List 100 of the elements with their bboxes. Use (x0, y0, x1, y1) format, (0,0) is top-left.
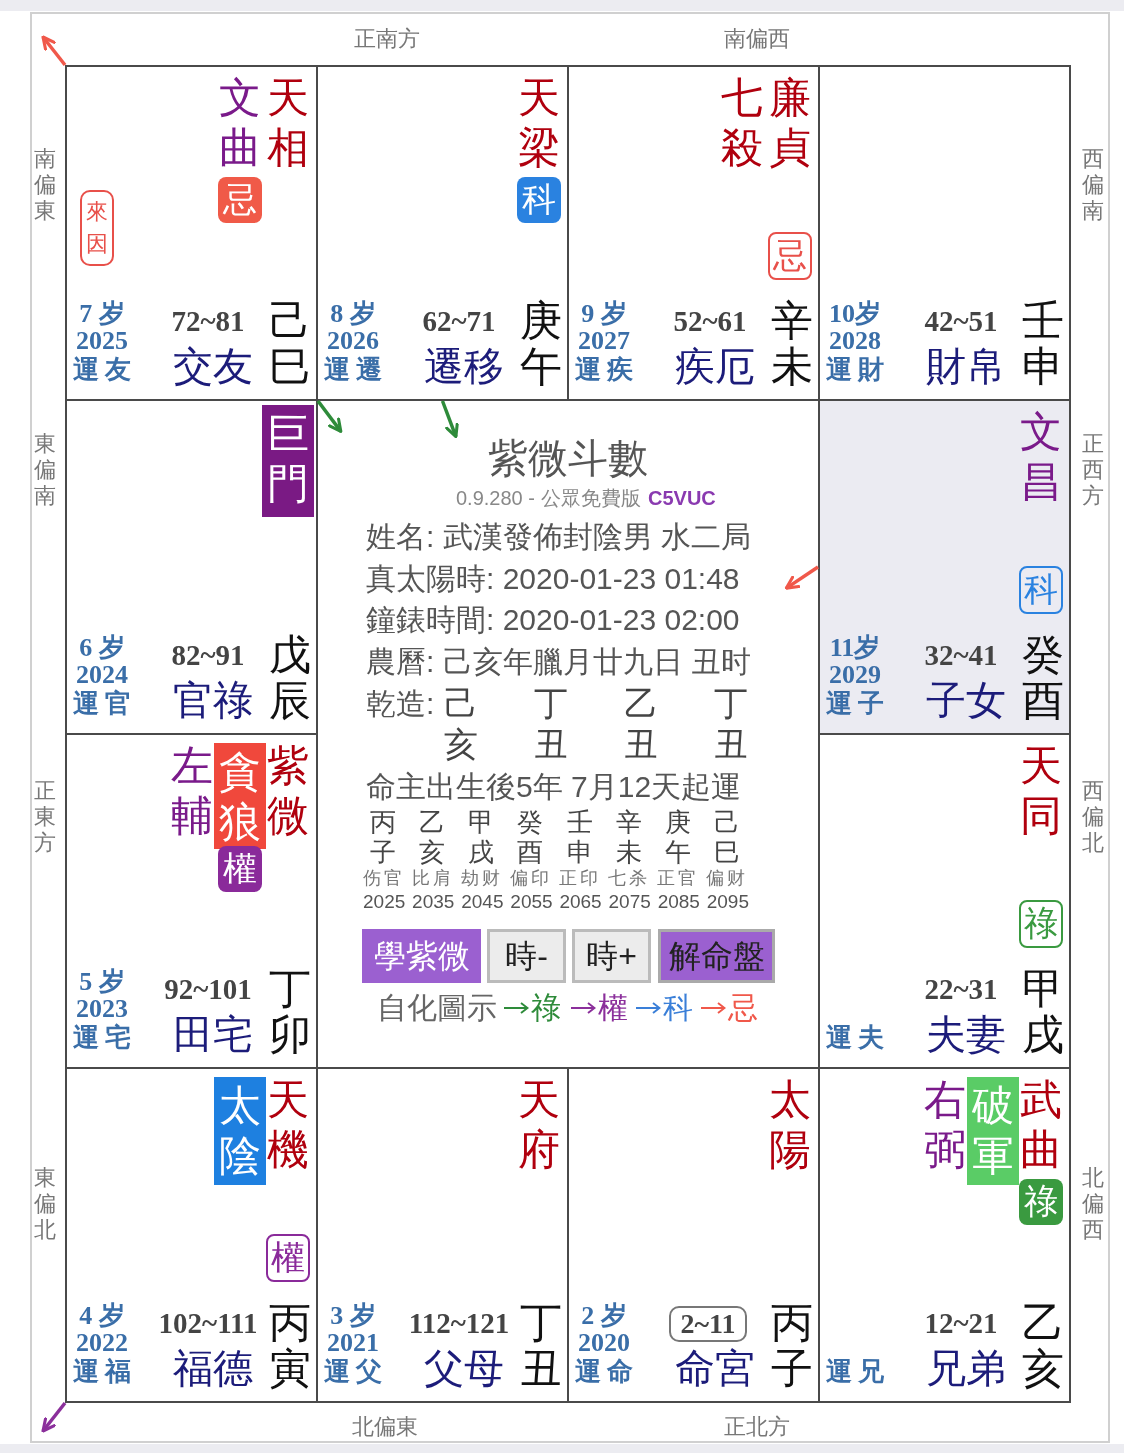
direction-label: 正南方 (354, 26, 420, 52)
info-line: 鐘錶時間: 2020-01-23 02:00 (366, 602, 741, 638)
direction-label: 東偏南 (33, 431, 57, 509)
luck-label: 運 福 (71, 1357, 133, 1387)
palace-name: 夫妻 (925, 1011, 1007, 1059)
age-range: 92~101 (163, 972, 253, 1006)
transform-tag: 權 (266, 1234, 310, 1282)
stem-branch: 壬申 (1021, 298, 1065, 390)
age-range: 52~61 (672, 304, 748, 338)
direction-label: 東偏北 (33, 1165, 57, 1243)
palace-name: 疾厄 (674, 343, 756, 391)
age-range: 112~121 (407, 1306, 511, 1340)
star-name: 天同 (1019, 742, 1063, 841)
stem-branch: 乙亥 (1021, 1300, 1065, 1392)
stem-branch: 丙寅 (268, 1300, 312, 1392)
age-label: 8 岁 (329, 300, 377, 327)
luck-label: 運 友 (71, 355, 133, 385)
origin-tag: 來因 (80, 190, 114, 266)
luck-label: 運 官 (71, 689, 133, 719)
star-name: 天相 (266, 74, 310, 173)
year-label: 2029 (828, 661, 882, 688)
palace-name: 遷移 (423, 343, 505, 391)
star-name: 太陽 (768, 1076, 812, 1175)
transform-badge: 權 (218, 846, 262, 892)
transform-tag: 忌 (768, 232, 812, 280)
year-label: 2024 (75, 661, 129, 688)
palace-panel (818, 399, 1071, 735)
luck-label: 運 夫 (824, 1023, 886, 1053)
arrow (41, 35, 67, 67)
info-line: 真太陽時: 2020-01-23 01:48 (366, 561, 741, 597)
direction-label: 正東方 (33, 778, 57, 856)
palace-panel (818, 1067, 1071, 1403)
transform-badge: 祿 (1019, 1179, 1063, 1225)
year-label: 2023 (75, 995, 129, 1022)
palace-name: 福德 (172, 1345, 254, 1393)
age-label: 10岁 (828, 300, 882, 327)
age-range: 12~21 (923, 1306, 999, 1340)
luck-label: 運 命 (573, 1357, 635, 1387)
year-label: 2026 (326, 327, 380, 354)
age-label: 3 岁 (329, 1302, 377, 1329)
age-range: 62~71 (421, 304, 497, 338)
palace-panel (65, 65, 318, 401)
year-label: 2027 (577, 327, 631, 354)
learn-button: 學紫微 (362, 929, 481, 983)
info-line: 命主出生後5年 7月12天起運 (366, 769, 743, 805)
luck-label: 運 父 (322, 1357, 384, 1387)
pillar-row-text: 亥 丑 丑 丑 (444, 724, 748, 765)
palace-name: 命宮 (674, 1345, 756, 1393)
star-name: 文曲 (218, 74, 262, 173)
arrow (784, 565, 819, 590)
star-name: 右弼 (923, 1076, 967, 1175)
pillar-row-text: 己 丁 乙 丁 (444, 683, 748, 724)
direction-label: 正西方 (1081, 431, 1105, 509)
star-name-tag: 破軍 (967, 1077, 1019, 1185)
hour-forward-button: 時+ (572, 929, 651, 983)
palace-name: 子女 (925, 677, 1007, 725)
stem-branch: 庚午 (519, 298, 563, 390)
stem-branch: 丁丑 (519, 1300, 563, 1392)
legend-label: 科 (663, 990, 693, 1026)
luck-branch-row: 子 亥 戌 酉 申 未 午 巳 (370, 837, 740, 867)
hour-back-button: 時- (487, 929, 566, 983)
star-name: 廉貞 (768, 74, 812, 173)
star-name: 七殺 (720, 74, 764, 173)
stem-branch: 戊辰 (268, 632, 312, 724)
age-label: 7 岁 (78, 300, 126, 327)
palace-name: 交友 (172, 343, 254, 391)
stem-branch: 辛未 (770, 298, 814, 390)
age-range: 42~51 (923, 304, 999, 338)
stem-branch: 甲戌 (1021, 966, 1065, 1058)
code-text: C5VUC (648, 486, 716, 511)
age-label: 2 岁 (580, 1302, 628, 1329)
arrow (41, 1401, 67, 1433)
stem-branch: 丁卯 (268, 966, 312, 1058)
star-name-tag: 巨門 (262, 405, 314, 517)
stem-branch: 己巳 (268, 298, 312, 390)
direction-label: 正北方 (724, 1414, 790, 1440)
age-range-tag: 2~11 (669, 1306, 747, 1342)
legend-label: 忌 (728, 990, 758, 1026)
luck-label: 運 財 (824, 355, 886, 385)
luck-label: 運 遷 (322, 355, 384, 385)
palace-name: 父母 (423, 1345, 505, 1393)
transform-tag: 祿 (1019, 900, 1063, 948)
ten-god-row: 伤官 比肩 劫财 偏印 正印 七杀 正官 偏财 (363, 867, 745, 889)
age-label: 4 岁 (78, 1302, 126, 1329)
age-range: 22~31 (923, 972, 999, 1006)
luck-label: 運 子 (824, 689, 886, 719)
palace-name: 兄弟 (925, 1345, 1007, 1393)
star-name: 紫微 (266, 742, 310, 841)
direction-label: 北偏東 (352, 1414, 418, 1440)
star-name: 左輔 (170, 742, 214, 841)
year-label: 2025 (75, 327, 129, 354)
star-name-tag: 太陰 (214, 1077, 266, 1185)
direction-label: 北偏西 (1081, 1165, 1105, 1243)
star-name: 天機 (266, 1076, 310, 1175)
luck-label: 運 兄 (824, 1357, 886, 1387)
palace-name: 財帛 (925, 343, 1007, 391)
luck-stem-row: 丙 乙 甲 癸 壬 辛 庚 己 (370, 807, 740, 837)
palace-name: 官祿 (172, 677, 254, 725)
info-line: 農曆: 己亥年臘月廿九日 丑时 (366, 644, 752, 680)
age-label: 11岁 (828, 634, 882, 661)
